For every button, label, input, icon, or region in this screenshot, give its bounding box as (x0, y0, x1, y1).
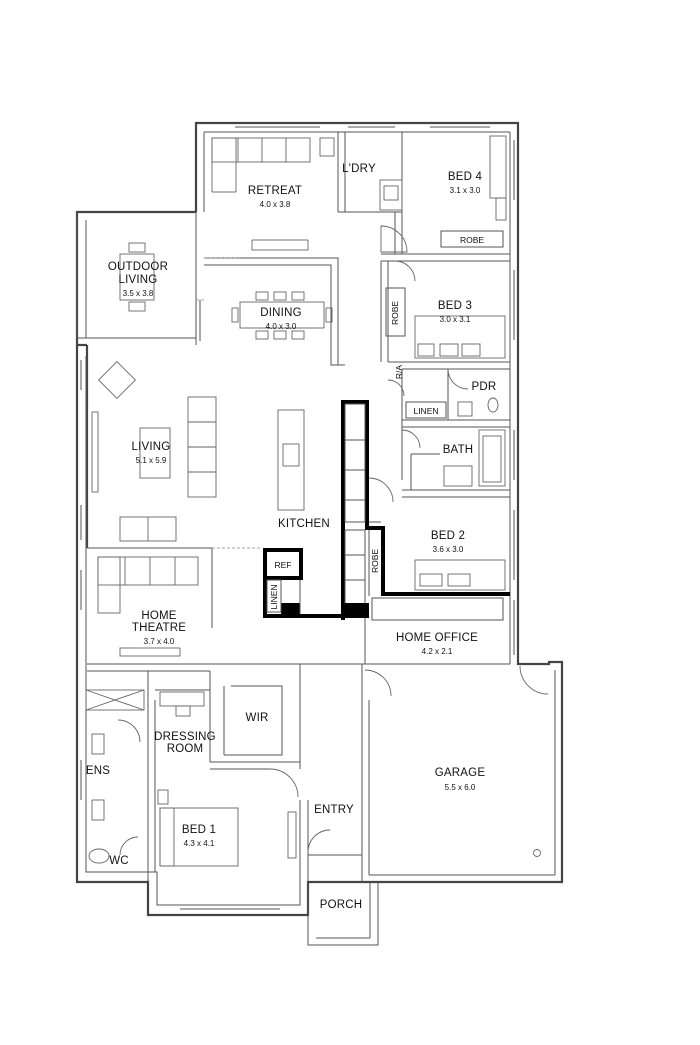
room-label-wc: WC (109, 855, 129, 867)
room-size-bed1: 4.3 x 4.1 (184, 839, 215, 848)
outdoor-living-area (76, 212, 197, 339)
room-size-bed4: 3.1 x 3.0 (450, 186, 481, 195)
room-label-outdoor-line1: OUTDOOR (108, 261, 168, 273)
ra-label: R/A (394, 365, 404, 380)
room-size-retreat: 4.0 x 3.8 (260, 200, 291, 209)
room-size-home-office: 4.2 x 2.1 (422, 647, 453, 656)
room-label-retreat: RETREAT (248, 185, 302, 197)
room-size-bed3: 3.0 x 3.1 (440, 315, 471, 324)
room-labels: RETREAT 4.0 x 3.8 L'DRY BED 4 3.1 x 3.0 … (86, 163, 497, 911)
room-label-dressing-line1: DRESSING (154, 731, 216, 743)
room-label-dining: DINING (260, 307, 301, 319)
robe-label-bed4: ROBE (460, 235, 484, 245)
room-label-bed4: BED 4 (448, 171, 483, 183)
room-label-wir: WIR (246, 712, 269, 724)
ref-label: REF (275, 560, 292, 570)
room-label-pdr: PDR (472, 381, 497, 393)
room-size-bed2: 3.6 x 3.0 (433, 545, 464, 554)
open-plan-dashes (196, 257, 262, 549)
room-label-theatre-line2: THEATRE (132, 622, 186, 634)
door-swings (117, 225, 549, 856)
room-size-garage: 5.5 x 6.0 (445, 783, 476, 792)
room-size-dining: 4.0 x 3.0 (266, 322, 297, 331)
room-size-living: 5.1 x 5.9 (136, 456, 167, 465)
room-label-garage: GARAGE (435, 767, 486, 779)
room-label-bath: BATH (443, 444, 474, 456)
room-size-outdoor: 3.5 x 3.8 (123, 289, 154, 298)
room-label-kitchen: KITCHEN (278, 518, 330, 530)
room-label-entry: ENTRY (314, 804, 354, 816)
room-label-theatre-line1: HOME (141, 610, 176, 622)
room-label-ens: ENS (86, 765, 110, 777)
room-label-dressing-line2: ROOM (167, 743, 204, 755)
room-size-theatre: 3.7 x 4.0 (144, 637, 175, 646)
room-label-bed2: BED 2 (431, 530, 465, 542)
furniture (85, 135, 541, 867)
windows (80, 126, 515, 910)
room-label-porch: PORCH (320, 899, 363, 911)
room-label-living: LIVING (132, 441, 171, 453)
linen-label-bath: LINEN (413, 406, 438, 416)
room-label-home-office: HOME OFFICE (396, 632, 478, 644)
robe-label-bed3: ROBE (390, 301, 400, 325)
interior-walls (87, 132, 556, 946)
room-label-outdoor-line2: LIVING (119, 274, 158, 286)
robe-label-bed2: ROBE (370, 549, 380, 573)
room-label-bed3: BED 3 (438, 300, 472, 312)
room-label-bed1: BED 1 (182, 824, 216, 836)
room-label-laundry: L'DRY (342, 163, 376, 175)
linen-label-kitchen: LINEN (269, 584, 279, 609)
